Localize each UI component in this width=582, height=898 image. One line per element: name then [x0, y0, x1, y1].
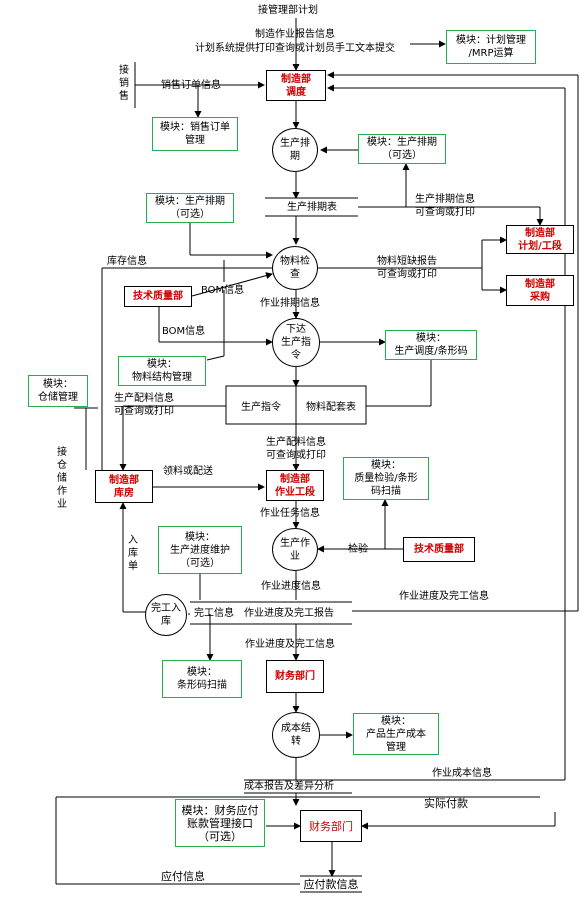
kit-info-center-line2: 可查询或打印: [266, 450, 326, 461]
kit-info-center-line1: 生产配料信息: [266, 437, 326, 448]
kit-info-left-line2: 可查询或打印: [114, 406, 174, 417]
module-product-cost-box: 模块： 产品生产成本 管理: [353, 713, 439, 755]
module-dispatch-barcode-box: 模块： 生产调度/条形码: [385, 330, 477, 360]
bom-info-label-2: BOM信息: [162, 326, 206, 337]
issue-production-order-circle: 下达 生产指 令: [272, 318, 320, 367]
module-plan-mrp-box: 模块：计划管理 /MRP运算: [446, 30, 536, 64]
work-cost-info-label: 作业成本信息: [432, 768, 492, 779]
picking-delivery-label: 领料或配送: [163, 466, 213, 477]
payables-info-label: 应付款信息: [303, 878, 359, 891]
receive-warehouse-ops-label: 接仓储作业: [57, 447, 67, 510]
bom-info-label-1: BOM信息: [201, 285, 245, 296]
sales-order-info-label: 销售订单信息: [161, 80, 221, 91]
actual-payment-label: 实际付款: [424, 797, 468, 810]
schedule-table-label: 生产排期表: [287, 202, 337, 213]
finance-dept-box-1: 财务部门: [266, 660, 324, 693]
production-operation-circle: 生产作 业: [272, 528, 318, 571]
finance-dept-box-2: 财务部门: [300, 810, 362, 842]
work-schedule-info-label: 作业排期信息: [260, 298, 320, 309]
completion-info-label: 完工信息: [194, 608, 234, 619]
production-scheduling-circle: 生产排 期: [272, 128, 318, 172]
cost-report-label: 成本报告及差异分析: [244, 781, 334, 792]
material-kit-table-label: 物料配套表: [306, 402, 356, 413]
shortage-report-line2: 可查询或打印: [377, 269, 437, 280]
production-order-label: 生产指令: [241, 402, 281, 413]
progress-complete-info-right: 作业进度及完工信息: [399, 591, 489, 602]
module-sales-order-box: 模块：销售订单 管理: [152, 117, 238, 151]
module-payables-interface-box: 模块：财务应付 账款管理接口 （可选）: [175, 799, 265, 847]
report-info-line2: 计划系统提供打印查询或计划员手工文本提交: [195, 43, 395, 54]
work-task-info-label: 作业任务信息: [260, 508, 320, 519]
module-progress-maintenance-box: 模块： 生产进度维护 （可选）: [158, 526, 242, 574]
receive-sales-label: 接销售: [119, 65, 129, 102]
material-check-circle: 物料检 查: [272, 246, 318, 290]
module-scheduling-optional-right: 模块：生产排期 （可选）: [358, 134, 446, 164]
report-info-line1: 制造作业报告信息: [255, 29, 335, 40]
progress-completion-report-label: 作业进度及完工报告: [244, 608, 334, 619]
progress-info-label: 作业进度信息: [261, 581, 321, 592]
schedule-info-line2: 可查询或打印: [415, 207, 475, 218]
module-material-structure-box: 模块： 物料结构管理: [118, 356, 206, 386]
purchasing-box: 制造部 采购: [506, 275, 574, 306]
progress-complete-info-center: 作业进度及完工信息: [245, 639, 335, 650]
shortage-report-line1: 物料短缺报告: [377, 256, 437, 267]
tech-quality-dept-box-1: 技术质量部: [124, 286, 192, 307]
kit-info-left-line1: 生产配料信息: [114, 393, 174, 404]
top-plan-label: 接管理部计划: [258, 5, 318, 16]
payable-info-label: 应付信息: [161, 870, 205, 883]
inspection-label: 检验: [348, 544, 368, 555]
module-warehouse-box: 模块： 仓储管理: [28, 375, 88, 407]
module-barcode-scan-box: 模块： 条形码扫描: [162, 660, 242, 698]
inventory-info-label: 库存信息: [107, 256, 147, 267]
inbound-receipt-label: 入库单: [128, 535, 138, 572]
manufacturing-dispatch-box: 制造部 调度: [266, 70, 326, 101]
module-scheduling-optional-left: 模块：生产排期 （可选）: [146, 193, 234, 223]
manufacturing-warehouse-box: 制造部 库房: [95, 470, 153, 503]
tech-quality-dept-box-2: 技术质量部: [403, 537, 475, 562]
module-quality-barcode-box: 模块： 质量检验/条形 码扫描: [343, 457, 429, 500]
cost-settlement-circle: 成本结 转: [272, 712, 320, 758]
completion-inbound-circle: 完工入 库: [145, 594, 187, 636]
manufacturing-work-section-box: 制造部 作业工段: [266, 470, 324, 501]
schedule-info-line1: 生产排期信息: [415, 194, 475, 205]
plan-process-section-box: 制造部 计划/工段: [506, 225, 574, 254]
